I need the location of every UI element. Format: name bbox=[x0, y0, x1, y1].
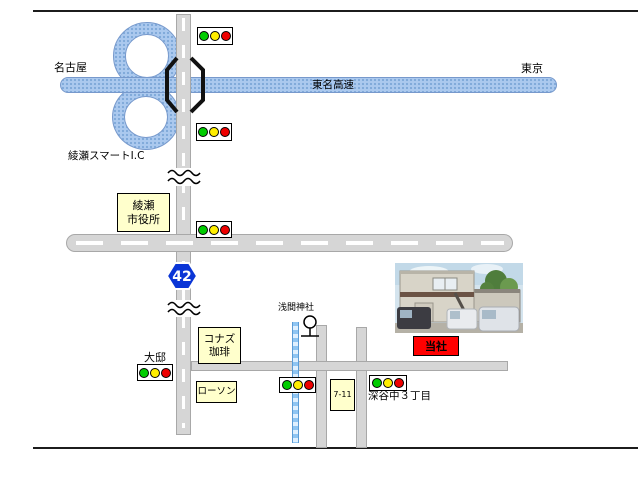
yellow-light-icon bbox=[382, 378, 393, 388]
red-light-icon bbox=[303, 380, 314, 390]
green-light-icon bbox=[199, 31, 210, 41]
expressway-band bbox=[60, 77, 557, 93]
expressway-name: 東名高速 bbox=[312, 79, 354, 91]
green-light-icon bbox=[198, 224, 209, 235]
green-light-icon bbox=[281, 380, 292, 390]
shrine-symbol-icon bbox=[301, 315, 319, 337]
red-light-icon bbox=[219, 127, 230, 137]
red-light-icon bbox=[220, 31, 231, 41]
smart-ic-gate-icon bbox=[165, 56, 205, 114]
seven-eleven-label: 7-11 bbox=[333, 390, 352, 400]
city-hall-line2: 市役所 bbox=[127, 212, 160, 226]
bottom-cross-road bbox=[191, 361, 508, 371]
yellow-light-icon bbox=[292, 380, 303, 390]
seven-eleven-box: 7-11 bbox=[330, 379, 355, 411]
konas-line2: 珈琲 bbox=[209, 345, 230, 358]
traffic-light-expressway-south bbox=[196, 123, 232, 141]
label-intersection-taitei: 大邸 bbox=[144, 351, 166, 364]
lawson-box: ローソン bbox=[196, 381, 237, 403]
route42-badge: 42 bbox=[165, 262, 199, 290]
label-nagoya: 名古屋 bbox=[54, 61, 87, 74]
traffic-light-river bbox=[279, 377, 316, 393]
red-light-icon bbox=[219, 224, 230, 235]
company-box: 当社 bbox=[413, 336, 459, 356]
konas-coffee-box: コナズ 珈琲 bbox=[198, 327, 241, 364]
side-street-west bbox=[316, 325, 327, 448]
yellow-light-icon bbox=[209, 31, 220, 41]
red-light-icon bbox=[160, 367, 171, 378]
city-hall-box: 綾瀬 市役所 bbox=[117, 193, 170, 232]
label-smart-ic: 綾瀬スマートI.C bbox=[68, 150, 145, 162]
traffic-light-taitei bbox=[137, 364, 173, 381]
label-tokyo: 東京 bbox=[521, 62, 543, 75]
green-light-icon bbox=[139, 367, 150, 378]
green-light-icon bbox=[198, 127, 209, 137]
route-number: 42 bbox=[172, 269, 191, 285]
label-intersection-fukayanaka: 深谷中３丁目 bbox=[368, 390, 431, 402]
yellow-light-icon bbox=[149, 367, 160, 378]
map-border-top bbox=[33, 10, 638, 12]
interchange-loop-bottom-hole bbox=[124, 96, 168, 138]
lawson-label: ローソン bbox=[197, 386, 236, 398]
road-break-upper bbox=[167, 168, 201, 186]
traffic-light-main-cross bbox=[196, 221, 232, 238]
route42-centerline bbox=[182, 18, 185, 428]
label-shrine: 浅間神社 bbox=[278, 303, 315, 313]
konas-line1: コナズ bbox=[203, 332, 236, 345]
map-border-bottom bbox=[33, 447, 638, 449]
traffic-light-fukayanaka bbox=[369, 375, 407, 391]
road-break-lower bbox=[167, 300, 201, 317]
main-cross-road-centerline bbox=[76, 241, 504, 245]
yellow-light-icon bbox=[208, 224, 219, 235]
company-photo bbox=[395, 263, 523, 333]
side-street-east bbox=[356, 327, 367, 448]
city-hall-line1: 綾瀬 bbox=[132, 199, 155, 213]
red-light-icon bbox=[394, 378, 405, 388]
green-light-icon bbox=[371, 378, 382, 388]
yellow-light-icon bbox=[208, 127, 219, 137]
squiggle-icon bbox=[167, 301, 201, 316]
company-label: 当社 bbox=[425, 340, 447, 353]
traffic-light-expressway-north bbox=[197, 27, 233, 45]
squiggle-icon bbox=[167, 169, 201, 185]
